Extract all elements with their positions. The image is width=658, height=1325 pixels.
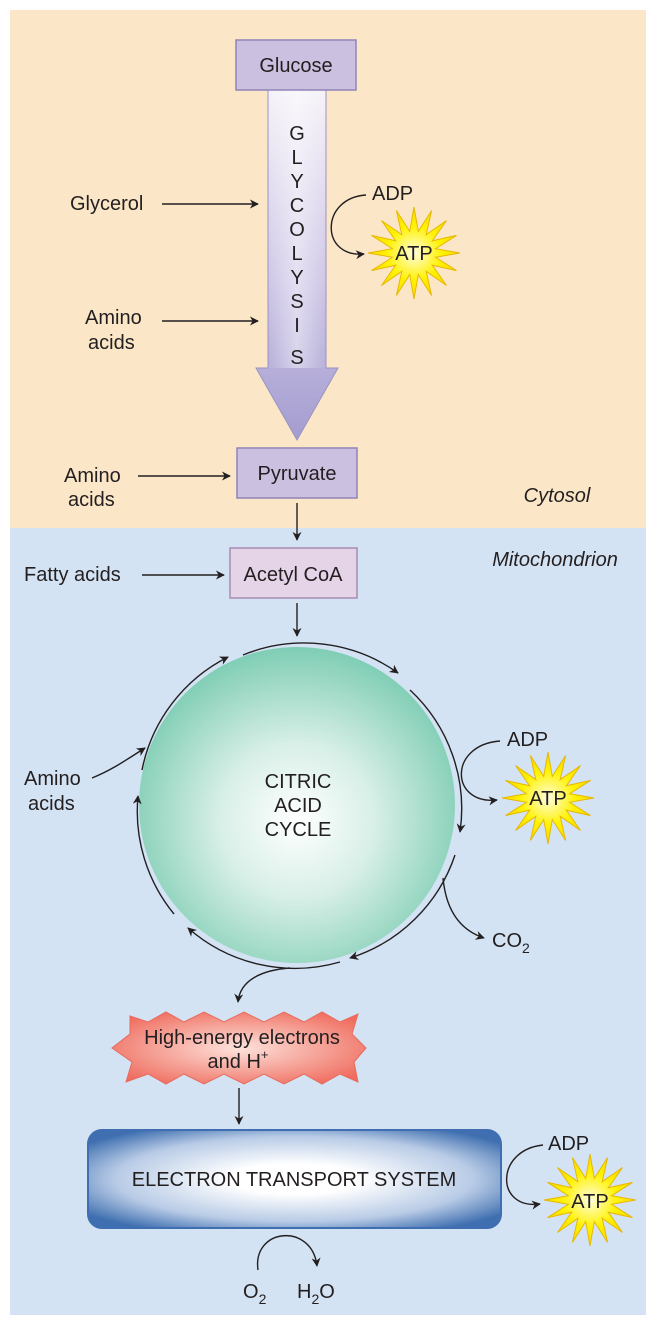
glycolysis-letter: C — [290, 195, 304, 217]
citric-acid-cycle-circle — [139, 647, 455, 963]
mitochondrion-label: Mitochondrion — [492, 549, 618, 571]
ets-label: ELECTRON TRANSPORT SYSTEM — [132, 1169, 457, 1191]
atp-label-1: ATP — [395, 243, 432, 265]
co2-arrow — [442, 877, 485, 940]
adp-label-3: ADP — [548, 1133, 589, 1155]
atp-label-2: ATP — [529, 788, 566, 810]
glucose-label: Glucose — [259, 55, 332, 77]
atp-label-3: ATP — [571, 1191, 608, 1213]
cycle-to-electrons-arrow — [234, 967, 291, 1003]
amino-acids-1-line2: acids — [88, 332, 135, 354]
glycolysis-letter: G — [289, 123, 305, 145]
pyruvate-label: Pyruvate — [258, 463, 337, 485]
adp-to-atp-arrow-3 — [506, 1144, 544, 1210]
cycle-arrow-1 — [242, 642, 399, 674]
glucose-box — [235, 39, 357, 91]
glycolysis-label: G L Y C O L Y S I S — [289, 123, 305, 369]
cytosol-label: Cytosol — [524, 485, 591, 507]
oxygen-to-water-arrow — [257, 1234, 321, 1271]
cytosol-region — [10, 10, 646, 528]
atp-burst-2 — [501, 751, 595, 845]
amino-acids-3-line1: Amino — [24, 768, 81, 790]
acetyl-coa-box — [229, 547, 358, 599]
cycle-label-line3: CYCLE — [265, 819, 332, 841]
glycolysis-letter: S — [290, 347, 303, 369]
adp-to-atp-arrow-2 — [460, 740, 501, 806]
high-energy-electrons-burst — [111, 1011, 367, 1085]
glycolysis-letter: L — [291, 147, 302, 169]
amino-acids-3-line2: acids — [28, 793, 75, 815]
acetyl-coa-label: Acetyl CoA — [244, 564, 344, 586]
electrons-label-line2: and H+ — [208, 1047, 269, 1073]
glycolysis-letter: L — [291, 243, 302, 265]
atp-burst-3 — [543, 1153, 637, 1247]
cycle-arrow-4 — [187, 927, 341, 969]
amino-acids-2-line2: acids — [68, 489, 115, 511]
atp-burst-1 — [367, 206, 461, 300]
adp-label-1: ADP — [372, 183, 413, 205]
glycolysis-letter: S — [290, 291, 303, 313]
glycolysis-letter: I — [294, 315, 300, 337]
cycle-label-line2: ACID — [274, 795, 322, 817]
electron-transport-system-box — [87, 1129, 502, 1229]
cycle-label-line1: CITRIC — [265, 771, 332, 793]
cycle-arrow-6 — [141, 656, 229, 771]
adp-label-2: ADP — [507, 729, 548, 751]
amino-acids-2-line1: Amino — [64, 465, 121, 487]
pyruvate-box — [236, 447, 358, 499]
electrons-label-line1: High-energy electrons — [144, 1027, 340, 1049]
fatty-acids-label: Fatty acids — [24, 564, 121, 586]
o2-label: O2 — [243, 1281, 267, 1307]
co2-label: CO2 — [492, 930, 530, 956]
glycolysis-arrow-highlight — [268, 90, 326, 368]
cycle-arrow-3 — [349, 854, 456, 960]
adp-to-atp-arrow-1 — [330, 194, 367, 260]
cycle-arrow-2 — [409, 689, 466, 833]
glycolysis-letter: O — [289, 219, 305, 241]
glycerol-label: Glycerol — [70, 193, 143, 215]
glycolysis-letter: Y — [290, 267, 303, 289]
cycle-arrow-5 — [132, 795, 175, 915]
amino-acids-1-line1: Amino — [85, 307, 142, 329]
glycolysis-letter: Y — [290, 171, 303, 193]
amino-acids-3-arrow — [91, 747, 146, 779]
h2o-label: H2O — [297, 1281, 335, 1307]
